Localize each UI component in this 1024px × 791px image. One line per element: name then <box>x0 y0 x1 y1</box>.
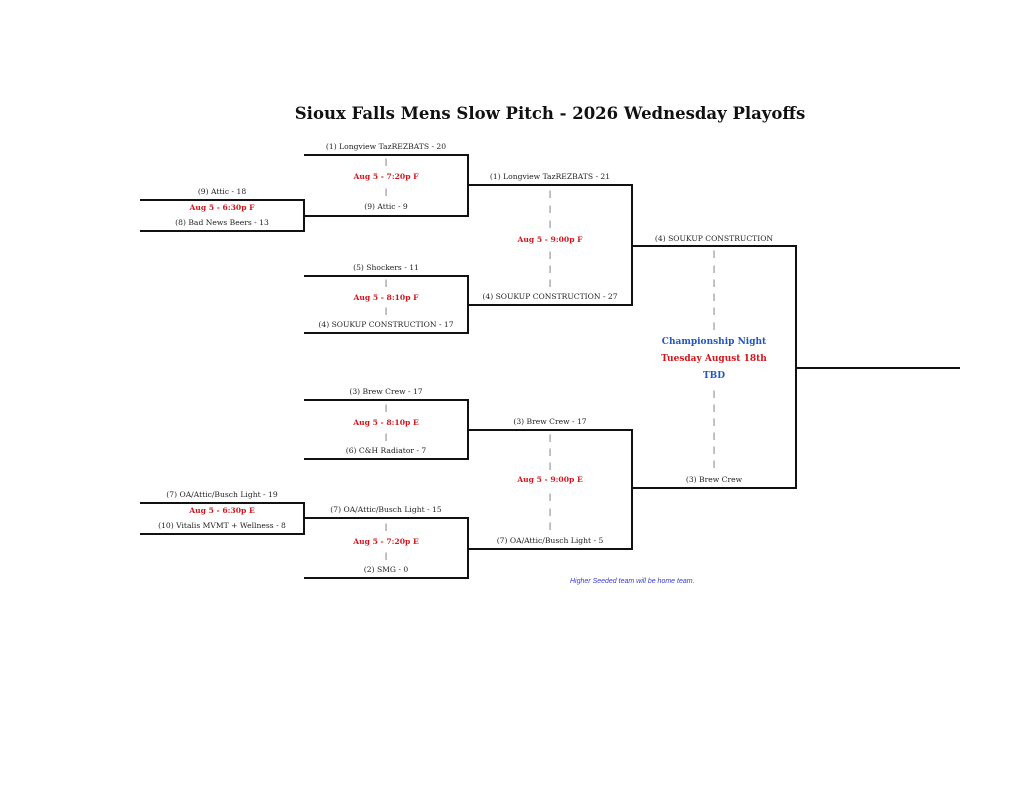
tick-mark: | <box>548 433 552 442</box>
tick-mark: | <box>548 278 552 287</box>
tick-mark: | <box>712 292 716 301</box>
round1-game1-team2: (9) Attic - 9 <box>364 202 408 211</box>
play-in-top-team2: (8) Bad News Beers - 13 <box>175 218 269 227</box>
final-team1: (4) SOUKUP CONSTRUCTION <box>654 234 774 243</box>
tick-mark: | <box>548 204 552 213</box>
tick-mark: | <box>712 389 716 398</box>
round1-game4-time: Aug 5 - 7:20p E <box>353 537 419 546</box>
tick-mark: | <box>548 521 552 530</box>
tick-mark: | <box>712 445 716 454</box>
round1-game2-team1: (5) Shockers - 11 <box>353 263 419 272</box>
tick-mark: | <box>548 250 552 259</box>
round1-game4-team1: (7) OA/Attic/Busch Light - 15 <box>330 505 442 514</box>
round1-game3-time: Aug 5 - 8:10p E <box>353 418 419 427</box>
tick-mark: | <box>712 264 716 273</box>
semi2-team2: (7) OA/Attic/Busch Light - 5 <box>496 536 604 545</box>
tick-mark: | <box>548 189 552 198</box>
tick-mark: | <box>384 278 388 287</box>
tick-mark: | <box>384 157 388 166</box>
semi2-bracket <box>468 429 633 550</box>
championship-date: Tuesday August 18th <box>661 354 767 364</box>
tick-mark: | <box>548 492 552 501</box>
semi2-team1: (3) Brew Crew - 17 <box>513 417 587 426</box>
round1-game1-team1: (1) Longview TazREZBATS - 20 <box>325 142 447 151</box>
page-title: Sioux Falls Mens Slow Pitch - 2026 Wedne… <box>294 104 806 123</box>
round1-game1-time: Aug 5 - 7:20p F <box>353 172 419 181</box>
tick-mark: | <box>548 264 552 273</box>
round1-game2-time: Aug 5 - 8:10p F <box>353 293 419 302</box>
tick-mark: | <box>384 187 388 196</box>
semi1-team1: (1) Longview TazREZBATS - 21 <box>489 172 611 181</box>
tick-mark: | <box>384 522 388 531</box>
semi2-game-time: Aug 5 - 9:00p E <box>517 475 583 484</box>
round1-game3-team2: (6) C&H Radiator - 7 <box>345 446 427 455</box>
play-in-bottom-team2: (10) Vitalis MVMT + Wellness - 8 <box>158 521 286 530</box>
tick-mark: | <box>548 461 552 470</box>
play-in-bottom-team1: (7) OA/Attic/Busch Light - 19 <box>166 490 278 499</box>
tick-mark: | <box>712 431 716 440</box>
tick-mark: | <box>384 432 388 441</box>
tick-mark: | <box>712 459 716 468</box>
semi1-team2: (4) SOUKUP CONSTRUCTION - 27 <box>482 292 618 301</box>
tick-mark: | <box>712 249 716 258</box>
tick-mark: | <box>548 219 552 228</box>
round1-game4-team2: (2) SMG - 0 <box>363 565 409 574</box>
final-team2: (3) Brew Crew <box>685 475 743 484</box>
championship-tbd: TBD <box>702 371 726 381</box>
home-team-note: Higher Seeded team will be home team. <box>570 578 695 585</box>
play-in-bottom-game-time: Aug 5 - 6:30p E <box>189 506 255 515</box>
play-in-top-team1: (9) Attic - 18 <box>197 187 247 196</box>
semi1-game-time: Aug 5 - 9:00p F <box>517 235 583 244</box>
tick-mark: | <box>548 507 552 516</box>
tick-mark: | <box>712 321 716 330</box>
play-in-top-game-time: Aug 5 - 6:30p F <box>189 203 255 212</box>
tick-mark: | <box>712 306 716 315</box>
tick-mark: | <box>384 403 388 412</box>
tick-mark: | <box>712 403 716 412</box>
round1-game2-team2: (4) SOUKUP CONSTRUCTION - 17 <box>318 320 454 329</box>
tick-mark: | <box>384 306 388 315</box>
tick-mark: | <box>548 447 552 456</box>
tick-mark: | <box>384 551 388 560</box>
round1-game3-team1: (3) Brew Crew - 17 <box>349 387 423 396</box>
tick-mark: | <box>712 278 716 287</box>
championship-night-label: Championship Night <box>661 337 767 347</box>
tick-mark: | <box>712 417 716 426</box>
